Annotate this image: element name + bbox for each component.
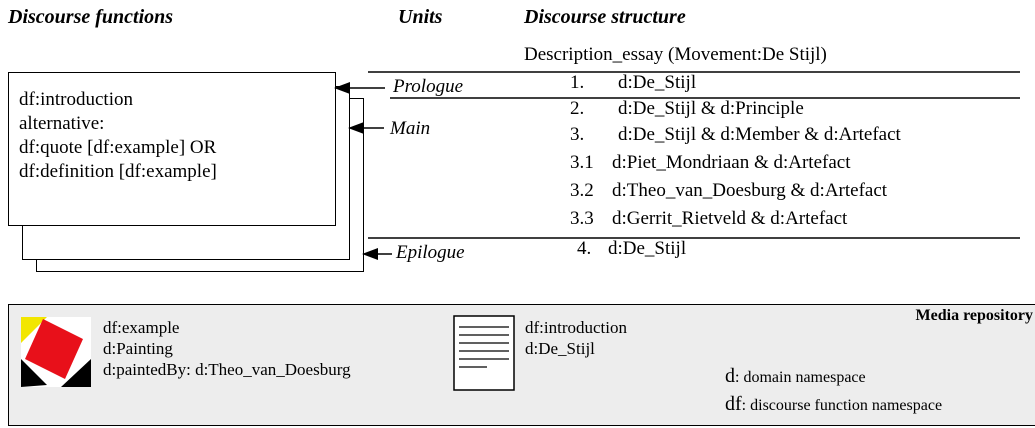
- document-line: df:introduction: [525, 318, 627, 337]
- legend-domain: d: domain namespace: [725, 365, 866, 388]
- header-discourse-structure: Discourse structure: [524, 6, 686, 28]
- function-box-front: df:introduction alternative: df:quote [d…: [8, 72, 336, 226]
- painting-line: d:Painting: [103, 339, 173, 358]
- document-icon: [453, 315, 515, 391]
- structure-num: 3.: [570, 124, 585, 145]
- unit-prologue: Prologue: [393, 76, 464, 97]
- painting-line: df:example: [103, 318, 180, 337]
- prologue-arrowhead: [334, 82, 350, 94]
- unit-epilogue: Epilogue: [396, 242, 465, 263]
- function-line: df:introduction: [19, 89, 133, 110]
- epilogue-arrowhead: [362, 248, 378, 260]
- legend-discourse-function: df: discourse function namespace: [725, 393, 942, 416]
- structure-num: 2.: [570, 98, 585, 119]
- header-discourse-functions: Discourse functions: [8, 6, 174, 28]
- unit-main: Main: [390, 118, 431, 139]
- media-repository-title: Media repository: [915, 307, 1033, 324]
- structure-text: d:De_Stijl & d:Principle: [618, 98, 804, 119]
- structure-text: d:Theo_van_Doesburg & d:Artefact: [612, 180, 888, 201]
- structure-num: 1.: [570, 72, 585, 93]
- structure-text: d:De_Stijl: [618, 72, 697, 93]
- structure-num: 4.: [577, 238, 592, 259]
- legend-prefix: df: [725, 393, 742, 415]
- function-line: df:definition [df:example]: [19, 161, 217, 182]
- structure-num: 3.2: [570, 180, 594, 201]
- media-repository: Media repository df:example d:Painting d…: [8, 304, 1035, 426]
- legend-text: : domain namespace: [735, 369, 866, 386]
- legend-text: : discourse function namespace: [741, 397, 943, 414]
- structure-num: 3.3: [570, 208, 594, 229]
- structure-text: d:Piet_Mondriaan & d:Artefact: [612, 152, 851, 173]
- main-arrowhead: [348, 122, 364, 134]
- header-units: Units: [398, 6, 443, 28]
- legend-prefix: d: [725, 365, 735, 387]
- function-line: alternative:: [19, 113, 105, 134]
- function-line: df:quote [df:example] OR: [19, 137, 217, 158]
- structure-text: d:De_Stijl: [608, 238, 687, 259]
- structure-text: d:Gerrit_Rietveld & d:Artefact: [612, 208, 848, 229]
- structure-text: d:De_Stijl & d:Member & d:Artefact: [618, 124, 901, 145]
- document-line: d:De_Stijl: [525, 339, 595, 358]
- essay-title: Description_essay (Movement:De Stijl): [524, 44, 827, 65]
- painting-line: d:paintedBy: d:Theo_van_Doesburg: [103, 360, 351, 379]
- connector-arrows: [334, 71, 1020, 260]
- structure-num: 3.1: [570, 152, 594, 173]
- painting-thumbnail-icon: [21, 317, 91, 387]
